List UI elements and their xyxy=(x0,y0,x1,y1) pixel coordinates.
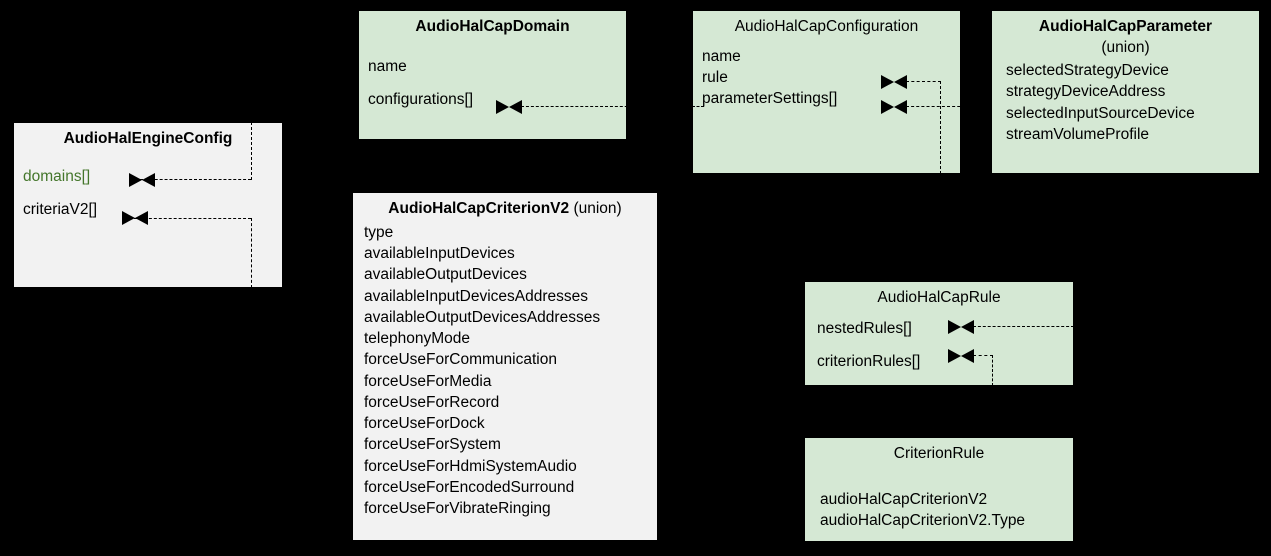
composition-diamond-rule-icon xyxy=(881,75,907,89)
edge-criterion-rules-horizontal xyxy=(973,355,993,356)
class-title-criterion-rule: CriterionRule xyxy=(893,445,985,462)
class-title-audio-hal-cap-parameter: AudioHalCapParameter xyxy=(1038,18,1213,35)
attribute-list-engine-config: domains[] criteriaV2[] xyxy=(14,150,282,220)
class-box-criterion-rule[interactable]: CriterionRule audioHalCapCriterionV2 aud… xyxy=(804,437,1074,542)
class-title-audio-hal-cap-configuration: AudioHalCapConfiguration xyxy=(734,18,919,35)
attribute-parameter-settings[interactable]: parameterSettings[] xyxy=(702,90,838,108)
attribute-available-output-devices-addresses[interactable]: availableOutputDevicesAddresses xyxy=(364,308,601,326)
class-title-audio-hal-engine-config: AudioHalEngineConfig xyxy=(63,130,233,147)
attribute-audio-hal-cap-criterion-v2[interactable]: audioHalCapCriterionV2 xyxy=(820,490,988,508)
attribute-force-use-for-vibrate-ringing[interactable]: forceUseForVibrateRinging xyxy=(364,499,551,517)
edge-criterion-rules-vertical xyxy=(992,355,993,386)
attribute-force-use-for-hdmi-system-audio[interactable]: forceUseForHdmiSystemAudio xyxy=(364,457,577,475)
attribute-list-cap-parameter: selectedStrategyDevice strategyDeviceAdd… xyxy=(992,58,1259,145)
composition-diamond-nested-rules-icon xyxy=(948,320,974,334)
attribute-list-cap-domain: name configurations[] xyxy=(359,38,626,110)
attribute-force-use-for-record[interactable]: forceUseForRecord xyxy=(364,393,500,411)
edge-criteria-v2-horizontal xyxy=(134,218,251,219)
attribute-stream-volume-profile[interactable]: streamVolumeProfile xyxy=(1006,125,1150,143)
attribute-selected-strategy-device[interactable]: selectedStrategyDevice xyxy=(1006,62,1169,80)
composition-diamond-criterion-rules-icon xyxy=(948,349,974,363)
class-box-audio-hal-cap-criterion-v2[interactable]: AudioHalCapCriterionV2 (union) type avai… xyxy=(352,192,658,541)
composition-diamond-configurations-icon xyxy=(496,100,522,114)
attribute-list-criterion-rule: audioHalCapCriterionV2 audioHalCapCriter… xyxy=(805,465,1073,531)
class-title-audio-hal-cap-domain: AudioHalCapDomain xyxy=(415,18,570,35)
attribute-name[interactable]: name xyxy=(368,57,407,75)
edge-parameter-settings-horizontal xyxy=(906,106,991,107)
edge-configurations-horizontal xyxy=(521,106,692,107)
attribute-telephony-mode[interactable]: telephonyMode xyxy=(364,330,470,348)
class-title-audio-hal-cap-criterion-v2: AudioHalCapCriterionV2 (union) xyxy=(353,193,657,220)
edge-rule-horizontal xyxy=(906,81,941,82)
attribute-force-use-for-dock[interactable]: forceUseForDock xyxy=(364,415,485,433)
attribute-rule[interactable]: rule xyxy=(702,69,728,87)
class-box-audio-hal-cap-parameter[interactable]: AudioHalCapParameter (union) selectedStr… xyxy=(991,10,1260,174)
attribute-criteria-v2[interactable]: criteriaV2[] xyxy=(23,201,98,219)
attribute-available-input-devices[interactable]: availableInputDevices xyxy=(364,245,515,263)
attribute-selected-input-source-device[interactable]: selectedInputSourceDevice xyxy=(1006,104,1195,122)
attribute-available-input-devices-addresses[interactable]: availableInputDevicesAddresses xyxy=(364,287,589,305)
edge-criteria-v2-vertical xyxy=(251,218,252,288)
attribute-list-cap-criterion-v2: type availableInputDevices availableOutp… xyxy=(353,220,657,519)
attribute-available-output-devices[interactable]: availableOutputDevices xyxy=(364,266,527,284)
attribute-domains[interactable]: domains[] xyxy=(23,167,91,185)
edge-domains-horizontal xyxy=(140,179,251,180)
class-title-audio-hal-cap-rule: AudioHalCapRule xyxy=(877,289,1001,306)
edge-rule-vertical xyxy=(940,81,941,174)
attribute-audio-hal-cap-criterion-v2-type[interactable]: audioHalCapCriterionV2.Type xyxy=(820,512,1026,530)
attribute-force-use-for-communication[interactable]: forceUseForCommunication xyxy=(364,351,557,369)
edge-domains-vertical xyxy=(251,122,252,180)
class-title-text: AudioHalCapCriterionV2 xyxy=(388,200,570,217)
class-box-audio-hal-engine-config[interactable]: AudioHalEngineConfig domains[] criteriaV… xyxy=(13,122,283,288)
attribute-list-cap-rule: nestedRules[] criterionRules[] xyxy=(805,309,1073,372)
attribute-strategy-device-address[interactable]: strategyDeviceAddress xyxy=(1006,83,1166,101)
edge-configurations-stub xyxy=(692,106,704,107)
attribute-criterion-rules[interactable]: criterionRules[] xyxy=(817,353,921,371)
edge-nested-rules-horizontal xyxy=(973,326,1074,327)
composition-diamond-domains-icon xyxy=(129,173,155,187)
class-box-audio-hal-cap-configuration[interactable]: AudioHalCapConfiguration name rule param… xyxy=(692,10,961,174)
class-box-audio-hal-cap-domain[interactable]: AudioHalCapDomain name configurations[] xyxy=(358,10,627,140)
attribute-list-cap-configuration: name rule parameterSettings[] xyxy=(693,38,960,110)
class-subtitle-audio-hal-cap-parameter: (union) xyxy=(1101,38,1150,56)
attribute-force-use-for-media[interactable]: forceUseForMedia xyxy=(364,372,492,390)
attribute-force-use-for-system[interactable]: forceUseForSystem xyxy=(364,436,501,454)
class-box-audio-hal-cap-rule[interactable]: AudioHalCapRule nestedRules[] criterionR… xyxy=(804,281,1074,386)
composition-diamond-parameter-settings-icon xyxy=(881,100,907,114)
attribute-name[interactable]: name xyxy=(702,47,741,65)
attribute-nested-rules[interactable]: nestedRules[] xyxy=(817,319,912,337)
attribute-configurations[interactable]: configurations[] xyxy=(368,91,474,109)
attribute-type[interactable]: type xyxy=(364,223,394,241)
attribute-force-use-for-encoded-surround[interactable]: forceUseForEncodedSurround xyxy=(364,478,575,496)
class-subtitle-text: (union) xyxy=(573,200,622,217)
